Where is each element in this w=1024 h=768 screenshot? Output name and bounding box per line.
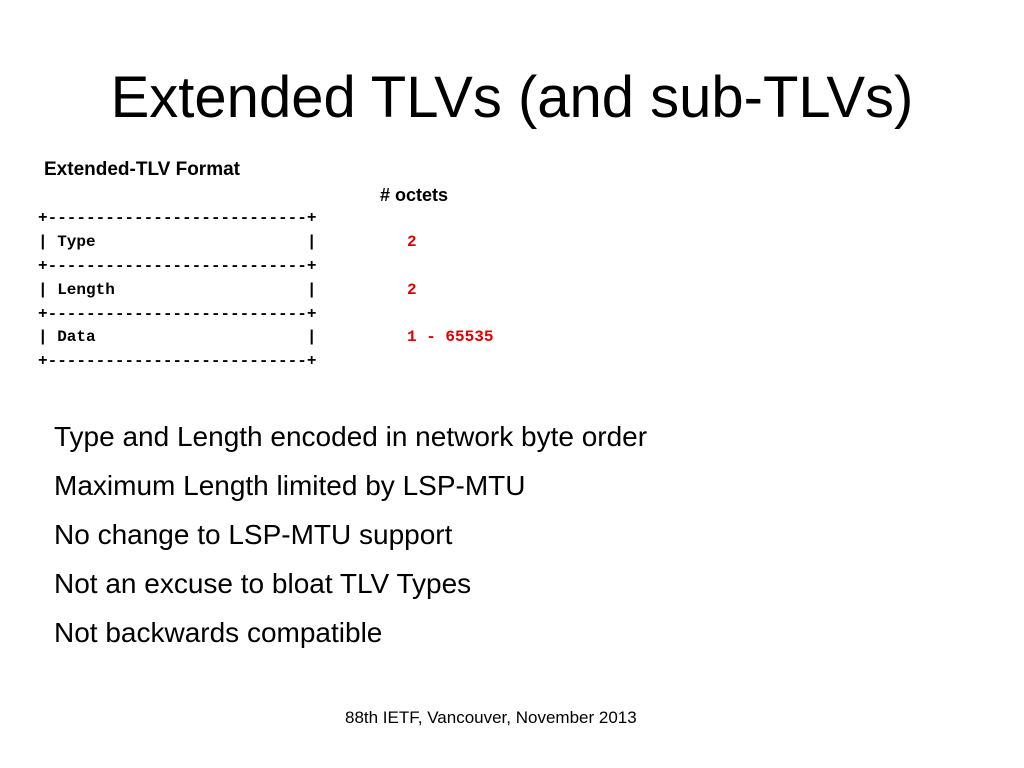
slide-footer: 88th IETF, Vancouver, November 2013 (345, 708, 637, 727)
bullet-item: Not an excuse to bloat TLV Types (54, 568, 472, 599)
bullet-item: Not backwards compatible (54, 617, 383, 648)
octet-value-data: 1 - 65535 (407, 328, 494, 346)
diagram-border-2: +---------------------------+ (38, 305, 317, 323)
bullet-item: Type and Length encoded in network byte … (54, 421, 648, 452)
diagram-border-bottom: +---------------------------+ (38, 352, 317, 370)
slide-title: Extended TLVs (and sub-TLVs) (110, 65, 914, 130)
octets-column-heading: # octets (380, 185, 449, 205)
bullet-item: Maximum Length limited by LSP-MTU (54, 470, 526, 501)
format-heading: Extended-TLV Format (44, 159, 240, 180)
bullet-list: Type and Length encoded in network byte … (54, 412, 647, 657)
diagram-row-length: | Length | (38, 281, 317, 299)
diagram-row-type: | Type | (38, 233, 317, 251)
diagram-row-data: | Data | (38, 328, 317, 346)
octet-value-type: 2 (407, 233, 417, 251)
bullet-item: No change to LSP-MTU support (54, 519, 453, 550)
diagram-border-top: +---------------------------+ (38, 209, 317, 227)
diagram-border-1: +---------------------------+ (38, 257, 317, 275)
octet-value-length: 2 (407, 281, 417, 299)
